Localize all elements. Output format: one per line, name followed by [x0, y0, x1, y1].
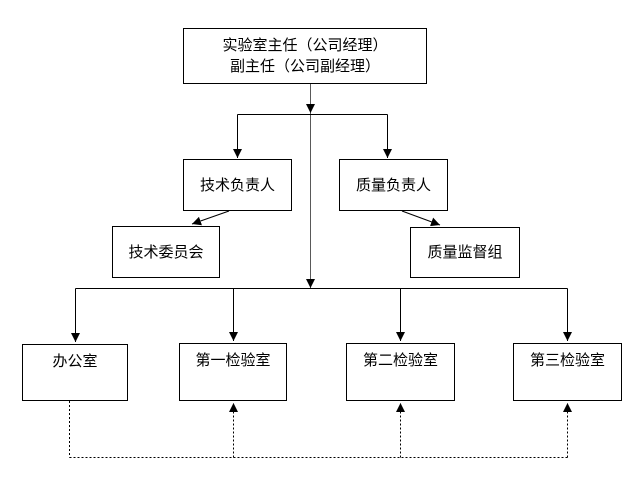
trunk-arrowhead-upper [306, 104, 315, 113]
diagonal-arrows [191, 210, 441, 227]
node-office-label: 办公室 [52, 352, 98, 370]
split-level4 [71, 288, 572, 342]
node-lab3-label: 第三检验室 [529, 351, 605, 369]
node-lab1-label: 第一检验室 [195, 351, 271, 369]
node-technical-committee-label: 技术委员会 [128, 242, 204, 261]
split-level2 [233, 114, 392, 158]
node-lab2-label: 第二检验室 [362, 351, 438, 369]
node-director-line2: 副主任（公司副经理） [229, 57, 380, 75]
node-lab1: 第一检验室 [179, 343, 287, 401]
node-quality-supervision-label: 质量监督组 [427, 243, 503, 261]
node-lab2: 第二检验室 [346, 343, 455, 401]
trunk-line [306, 84, 315, 288]
node-quality-manager-label: 质量负责人 [355, 175, 431, 194]
node-lab3: 第三检验室 [513, 343, 622, 401]
node-quality-manager: 质量负责人 [339, 159, 448, 211]
node-technical-manager-label: 技术负责人 [199, 175, 275, 194]
node-office: 办公室 [22, 344, 128, 401]
node-director-line1: 实验室主任（公司经理） [222, 36, 388, 54]
node-technical-committee: 技术委员会 [112, 226, 220, 278]
node-technical-manager: 技术负责人 [183, 159, 292, 211]
node-director: 实验室主任（公司经理） 副主任（公司副经理） [183, 28, 427, 84]
trunk-arrowhead-lower [306, 279, 315, 288]
node-quality-supervision: 质量监督组 [410, 227, 520, 278]
dotted-feedback-lines [69, 401, 572, 458]
